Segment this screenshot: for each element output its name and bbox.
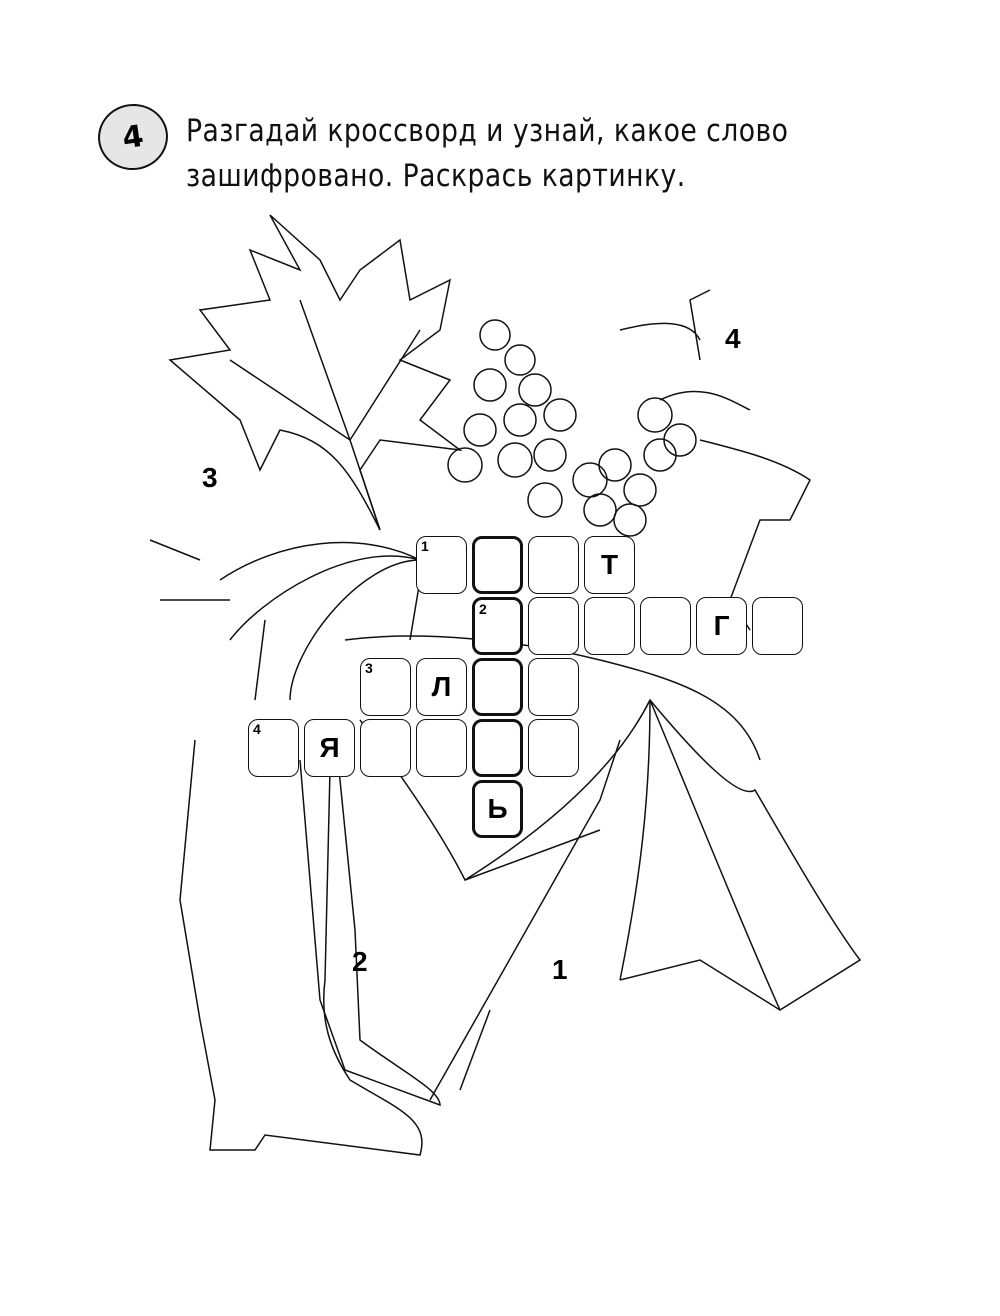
crossword-cell[interactable] bbox=[528, 658, 579, 716]
crossword-key-cell[interactable] bbox=[472, 658, 523, 716]
task-instruction-line-1: Разгадай кроссворд и узнай, какое слово bbox=[186, 113, 789, 149]
crossword-cell[interactable] bbox=[752, 597, 803, 655]
picture-label-3: 3 bbox=[202, 462, 218, 493]
rowan-berries-icon bbox=[447, 289, 811, 631]
crossword-key-cell[interactable] bbox=[472, 536, 523, 594]
given-letter: Я bbox=[319, 732, 340, 763]
crossword-cell[interactable] bbox=[360, 719, 411, 777]
crossword-cell[interactable]: Я bbox=[304, 719, 355, 777]
picture-label-1: 1 bbox=[552, 954, 568, 985]
picture-label-4: 4 bbox=[725, 323, 741, 354]
crossword-cell[interactable]: 1 bbox=[416, 536, 467, 594]
crossword-cell[interactable]: 4 bbox=[248, 719, 299, 777]
crossword-key-cell[interactable]: Ь bbox=[472, 780, 523, 838]
given-letter: Л bbox=[431, 671, 452, 702]
given-letter: Т bbox=[600, 549, 619, 580]
maple-leaf-icon bbox=[168, 214, 463, 531]
crossword-key-cell[interactable]: 2 bbox=[472, 597, 523, 655]
picture-label-2: 2 bbox=[352, 946, 368, 977]
crossword-cell[interactable] bbox=[640, 597, 691, 655]
given-letter: Ь bbox=[487, 793, 508, 824]
umbrella-icon bbox=[344, 635, 862, 1101]
boots-icon bbox=[179, 729, 441, 1156]
crossword-cell[interactable] bbox=[528, 536, 579, 594]
crossword-cell[interactable] bbox=[528, 719, 579, 777]
task-instruction-line-2: зашифровано. Раскрась картинку. bbox=[186, 158, 686, 194]
crossword-cell[interactable] bbox=[528, 597, 579, 655]
clue-number: 3 bbox=[365, 660, 373, 676]
crossword-cell[interactable]: 3 bbox=[360, 658, 411, 716]
clue-number: 1 bbox=[421, 538, 429, 554]
maple-seeds-icon bbox=[149, 539, 421, 701]
crossword-key-cell[interactable] bbox=[472, 719, 523, 777]
crossword-cell[interactable] bbox=[416, 719, 467, 777]
crossword-cell[interactable]: Г bbox=[696, 597, 747, 655]
crossword-cell[interactable] bbox=[584, 597, 635, 655]
crossword-cell[interactable]: Т bbox=[584, 536, 635, 594]
crossword-cell[interactable]: Л bbox=[416, 658, 467, 716]
clue-number: 2 bbox=[479, 601, 487, 617]
clue-number: 4 bbox=[253, 721, 261, 737]
given-letter: Г bbox=[713, 610, 730, 641]
